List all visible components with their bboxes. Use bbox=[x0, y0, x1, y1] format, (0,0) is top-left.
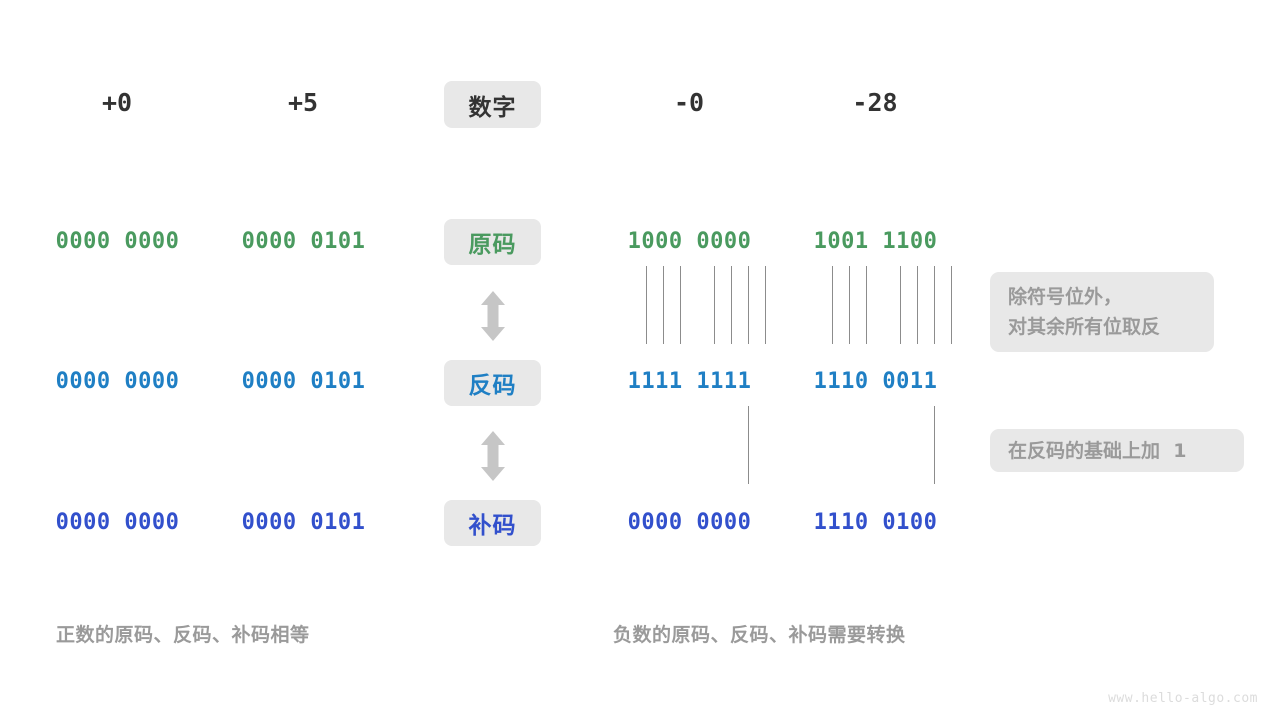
column-header-plus-five: +5 bbox=[287, 88, 319, 117]
connector-line bbox=[934, 406, 935, 484]
note-add-one: 在反码的基础上加 1 bbox=[990, 429, 1244, 472]
row-label-sign-magnitude-text: 原码 bbox=[468, 232, 517, 258]
cell-sign-magnitude-plus-zero: 0000 0000 bbox=[55, 229, 180, 254]
cell-ones-complement-minus-twentyeight: 1110 0011 bbox=[813, 369, 938, 394]
row-label-twos-complement-text: 补码 bbox=[468, 513, 517, 539]
column-header-minus-twentyeight: -28 bbox=[852, 88, 898, 117]
connector-line bbox=[917, 266, 918, 344]
cell-twos-complement-minus-zero: 0000 0000 bbox=[627, 510, 752, 535]
note-invert-bits: 除符号位外， 对其余所有位取反 bbox=[990, 272, 1214, 352]
connector-line bbox=[714, 266, 715, 344]
connector-line bbox=[765, 266, 766, 344]
connector-line bbox=[900, 266, 901, 344]
row-label-twos-complement: 补码 bbox=[444, 500, 541, 546]
column-header-plus-zero: +0 bbox=[101, 88, 133, 117]
cell-ones-complement-plus-five: 0000 0101 bbox=[241, 369, 366, 394]
double-arrow-vertical-icon-sign-to-ones bbox=[478, 290, 508, 346]
cell-sign-magnitude-minus-zero: 1000 0000 bbox=[627, 229, 752, 254]
connector-line bbox=[849, 266, 850, 344]
connector-line bbox=[748, 266, 749, 344]
connector-line bbox=[866, 266, 867, 344]
cell-ones-complement-plus-zero: 0000 0000 bbox=[55, 369, 180, 394]
connector-line bbox=[646, 266, 647, 344]
note-invert-bits-line2: 对其余所有位取反 bbox=[1008, 316, 1161, 338]
cell-sign-magnitude-plus-five: 0000 0101 bbox=[241, 229, 366, 254]
row-header-label-number-text: 数字 bbox=[468, 94, 517, 121]
caption-negative-numbers: 负数的原码、反码、补码需要转换 bbox=[613, 624, 906, 646]
connector-line bbox=[748, 406, 749, 484]
note-add-one-text: 在反码的基础上加 1 bbox=[1008, 439, 1187, 462]
note-invert-bits-line1: 除符号位外， bbox=[1008, 286, 1123, 308]
connector-line bbox=[934, 266, 935, 344]
watermark: www.hello-algo.com bbox=[1108, 691, 1258, 706]
row-label-sign-magnitude: 原码 bbox=[444, 219, 541, 265]
caption-positive-numbers: 正数的原码、反码、补码相等 bbox=[56, 624, 310, 646]
row-label-ones-complement: 反码 bbox=[444, 360, 541, 406]
connector-line bbox=[680, 266, 681, 344]
connector-line bbox=[832, 266, 833, 344]
column-header-minus-zero: -0 bbox=[673, 88, 705, 117]
cell-sign-magnitude-minus-twentyeight: 1001 1100 bbox=[813, 229, 938, 254]
double-arrow-vertical-icon-ones-to-twos bbox=[478, 430, 508, 486]
cell-twos-complement-plus-five: 0000 0101 bbox=[241, 510, 366, 535]
cell-twos-complement-plus-zero: 0000 0000 bbox=[55, 510, 180, 535]
connector-line bbox=[663, 266, 664, 344]
row-label-ones-complement-text: 反码 bbox=[468, 373, 517, 399]
connector-line bbox=[731, 266, 732, 344]
cell-ones-complement-minus-zero: 1111 1111 bbox=[627, 369, 752, 394]
cell-twos-complement-minus-twentyeight: 1110 0100 bbox=[813, 510, 938, 535]
row-header-label-number: 数字 bbox=[444, 81, 541, 128]
connector-line bbox=[951, 266, 952, 344]
